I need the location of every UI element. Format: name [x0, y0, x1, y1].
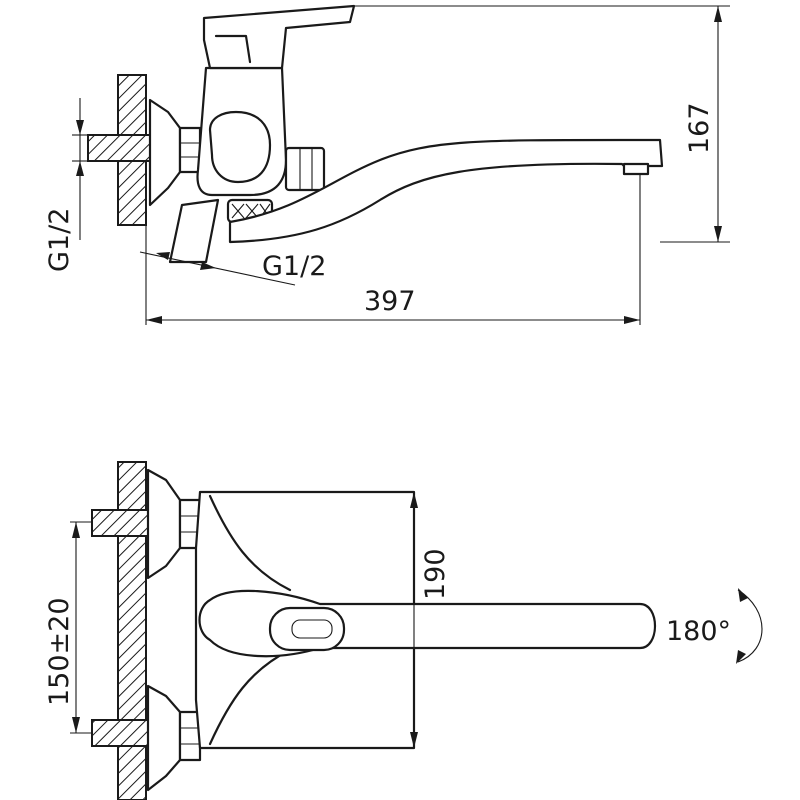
aerator-top: [622, 162, 650, 176]
inlet-pipe-upper: [91, 509, 149, 537]
lever-handle-top: [202, 4, 356, 70]
plan-view: 190 150±20 180°: [44, 461, 763, 800]
dimension-150-label: 150±20: [44, 597, 75, 706]
inlet-pipe-top: [87, 134, 151, 162]
dimension-397-label: 397: [364, 286, 416, 317]
flange-lower: [146, 684, 182, 792]
diverter-knob-top: [284, 146, 326, 192]
dimension-190-label: 190: [420, 548, 451, 600]
side-view: 167 397 G1/2 G1/2: [44, 4, 730, 325]
thread-g12-side-label: G1/2: [44, 208, 75, 272]
inlet-pipe-lower: [91, 719, 149, 747]
dimension-167-label: 167: [684, 102, 715, 154]
flange-top: [148, 98, 182, 207]
flange-upper: [146, 468, 182, 580]
thread-g12-front-label: G1/2: [262, 251, 326, 282]
lower-connector-top: [168, 198, 220, 264]
lever-slot: [268, 606, 346, 652]
hex-nut-top: [178, 126, 202, 174]
rotation-180-label: 180°: [666, 616, 731, 647]
